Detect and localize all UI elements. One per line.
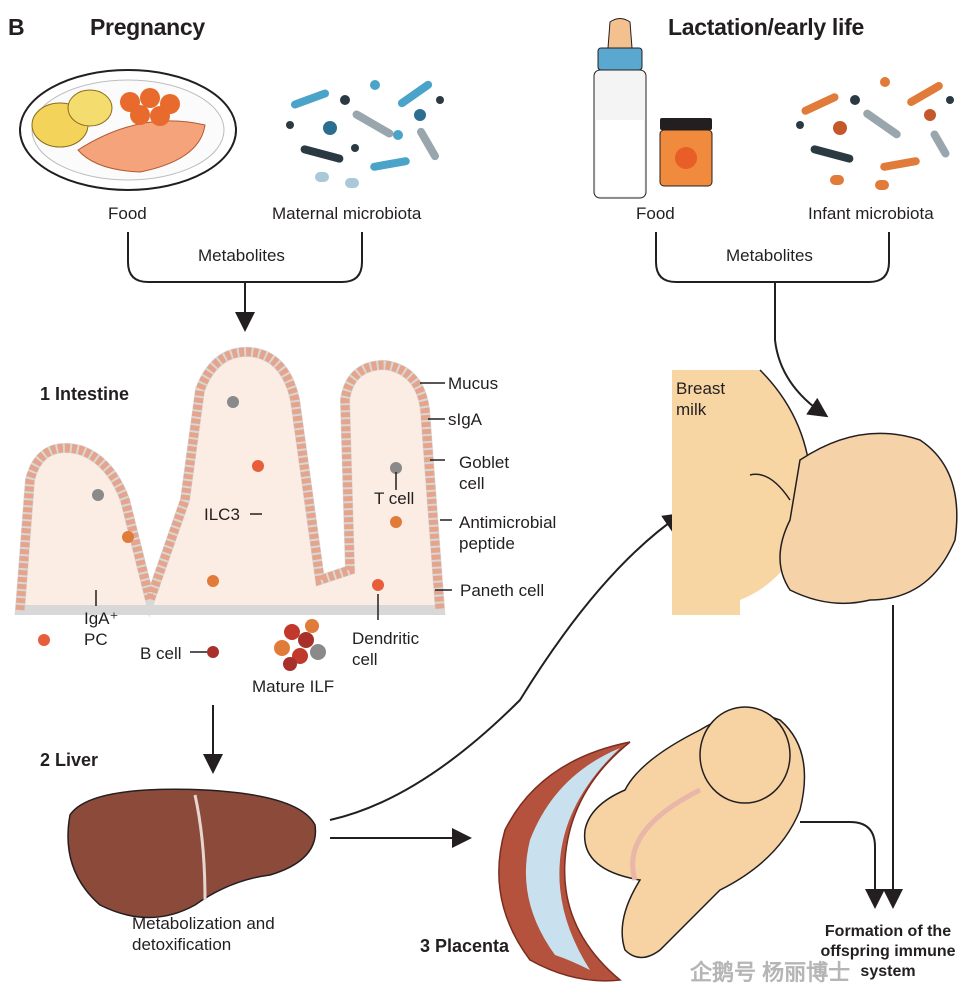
liver-step-label: 2 Liver bbox=[40, 750, 99, 770]
goblet-cell-label: Goblet cell bbox=[459, 453, 510, 493]
infant-microbiota-illustration bbox=[796, 77, 954, 190]
breastfeeding-illustration bbox=[672, 369, 958, 615]
pregnancy-bracket bbox=[127, 232, 363, 332]
lactation-bracket bbox=[655, 232, 890, 418]
liver-illustration bbox=[67, 788, 317, 919]
baby-food-jar-illustration bbox=[659, 118, 713, 187]
mucus-label: Mucus bbox=[448, 374, 499, 393]
breast-milk-label: Breast milk bbox=[676, 379, 726, 419]
mature-ilf-label: Mature ILF bbox=[252, 677, 335, 696]
dendritic-cells bbox=[38, 460, 384, 646]
infant-microbiota-label: Infant microbiota bbox=[808, 204, 934, 223]
maternal-microbiota-illustration bbox=[286, 80, 444, 188]
t-cell-label: T cell bbox=[374, 489, 415, 508]
placenta-illustration bbox=[498, 741, 631, 982]
pregnancy-title: Pregnancy bbox=[90, 14, 205, 40]
placenta-step-label: 3 Placenta bbox=[420, 936, 510, 956]
label-leader-lines bbox=[95, 382, 452, 653]
siga-label: sIgA bbox=[448, 410, 483, 429]
liver-caption: Metabolization and detoxification bbox=[132, 914, 275, 954]
ilc3-label: ILC3 bbox=[204, 505, 240, 524]
watermark: 企鹅号 杨丽博士 bbox=[690, 960, 851, 985]
outcome-label: Formation of the offspring immune system bbox=[820, 923, 956, 980]
pregnancy-metabolites-label: Metabolites bbox=[198, 246, 285, 265]
pregnancy-food-label: Food bbox=[108, 204, 147, 223]
maternal-microbiota-label: Maternal microbiota bbox=[272, 204, 422, 223]
b-cell-label: B cell bbox=[140, 644, 182, 663]
antimicrobial-peptide-label: Antimicrobial peptide bbox=[459, 513, 557, 553]
panel-letter: B bbox=[8, 14, 25, 40]
fetus-illustration bbox=[583, 706, 806, 959]
lactation-food-label: Food bbox=[636, 204, 675, 223]
iga-pc-label: IgA⁺ PC bbox=[84, 609, 119, 649]
paneth-cell-label: Paneth cell bbox=[460, 581, 545, 600]
baby-bottle-illustration bbox=[593, 18, 647, 199]
intestine-villi-illustration bbox=[14, 346, 446, 671]
dendritic-cell-label: Dendritic cell bbox=[352, 629, 420, 669]
intestine-step-label: 1 Intestine bbox=[40, 384, 130, 404]
lactation-title: Lactation/early life bbox=[668, 14, 864, 40]
lactation-metabolites-label: Metabolites bbox=[726, 246, 813, 265]
mature-ilf-cluster bbox=[274, 619, 326, 671]
food-plate-illustration bbox=[19, 69, 237, 191]
